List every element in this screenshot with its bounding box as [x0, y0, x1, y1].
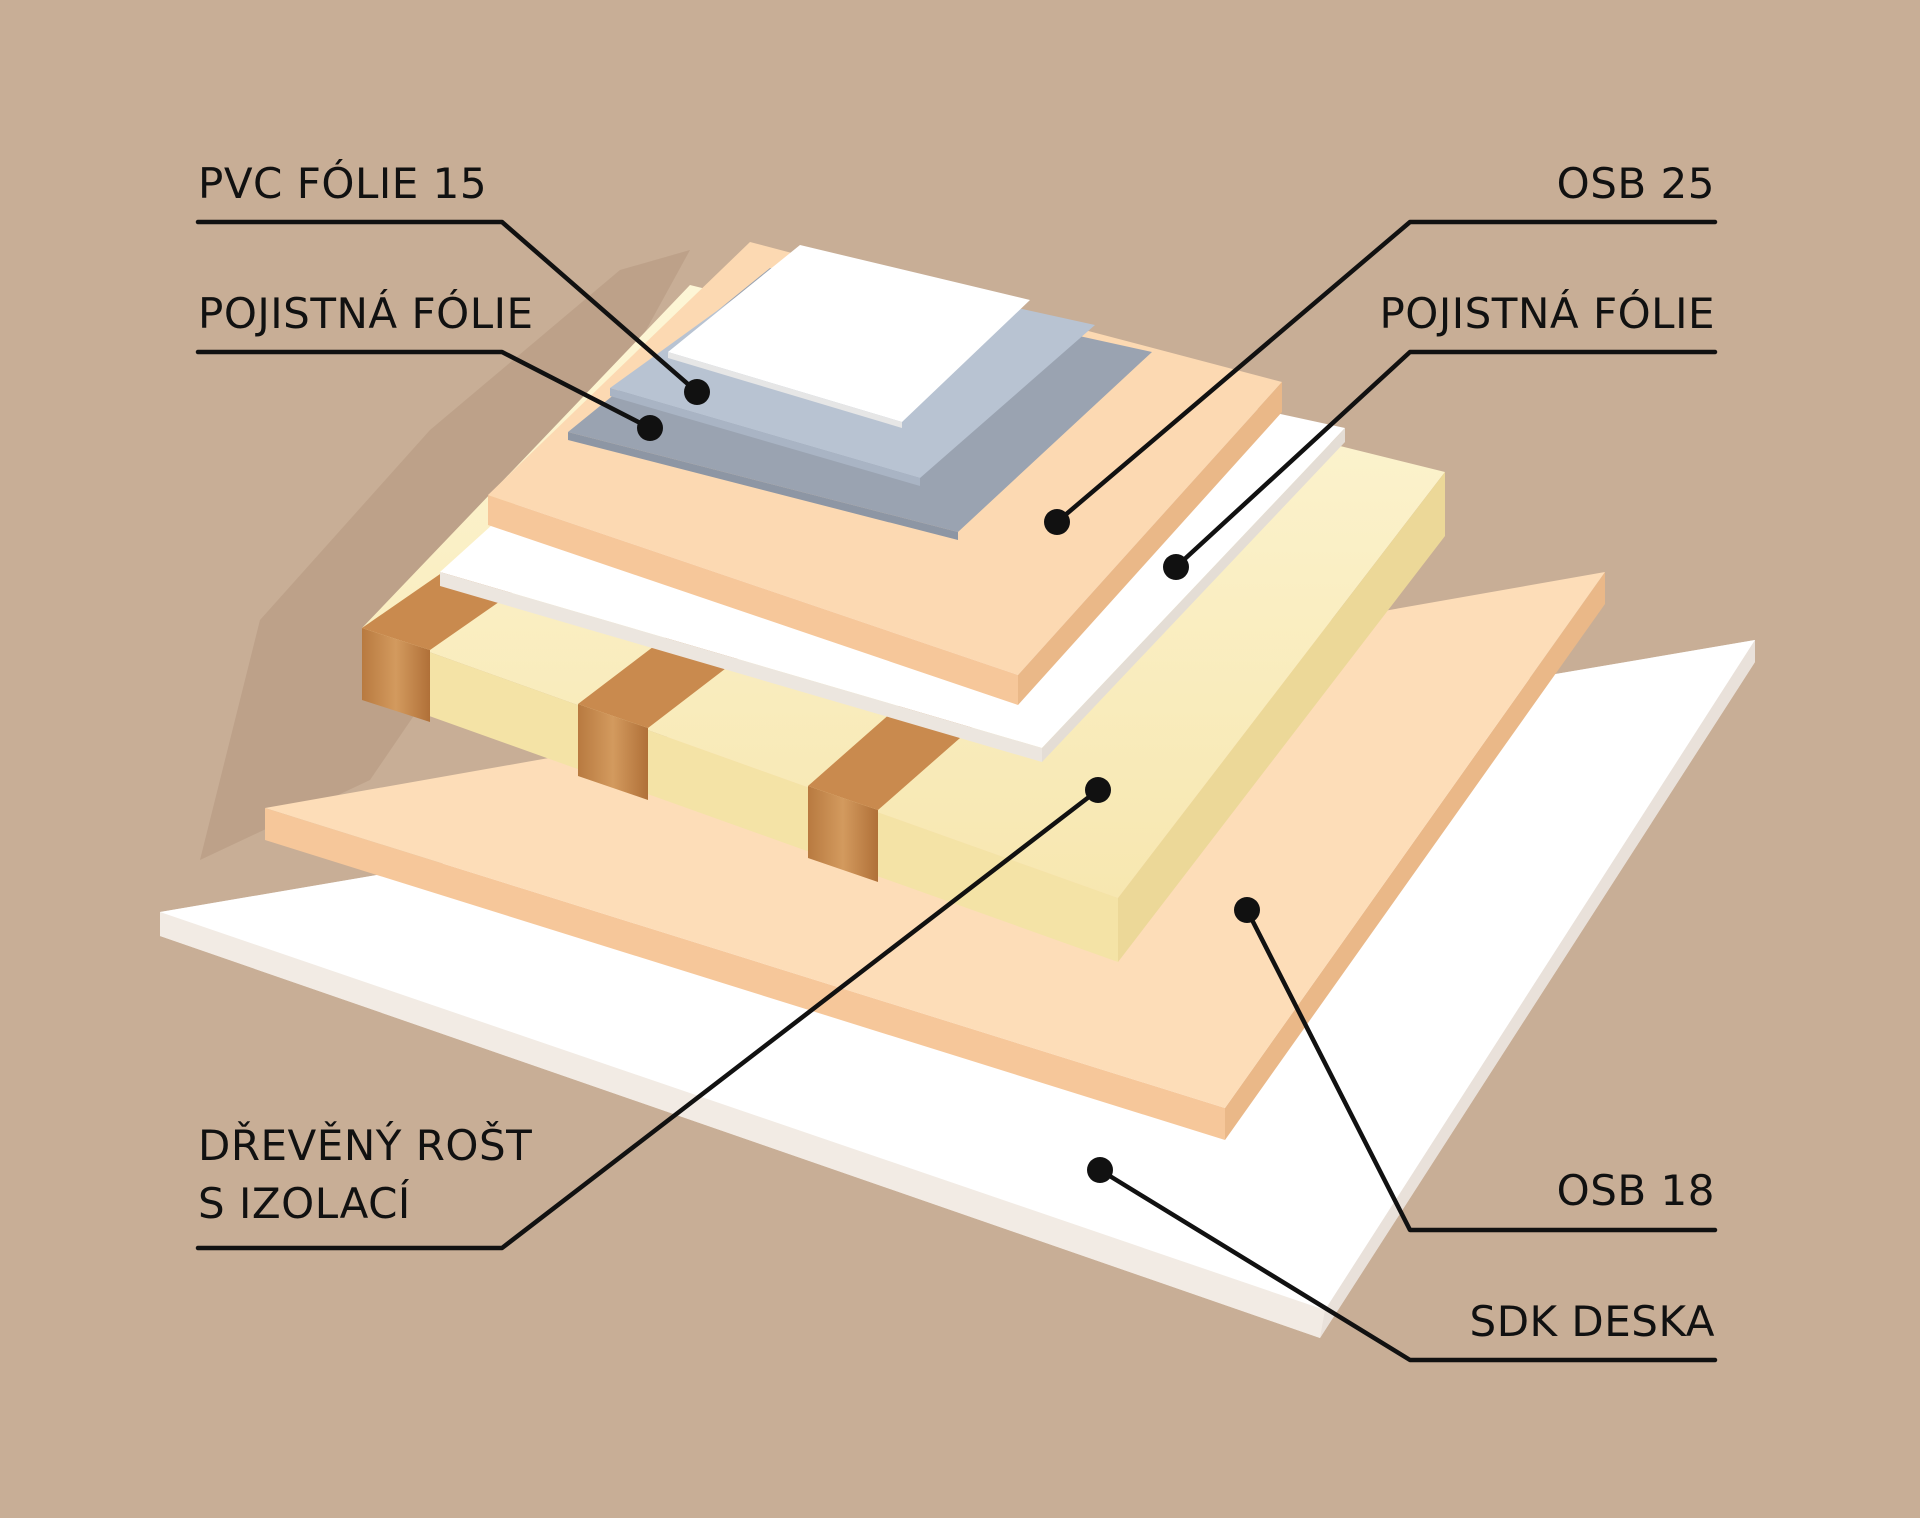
label-sdk-deska: SDK DESKA — [1470, 1297, 1715, 1346]
leader-sdk-deska — [1087, 1157, 1718, 1363]
top-white-board — [668, 245, 1030, 428]
marker-dot-pvc-folie — [684, 379, 710, 405]
timber-beam-2 — [578, 704, 648, 800]
marker-dot-pojistna-folie-right — [1163, 554, 1189, 580]
label-pojistna-folie-left: POJISTNÁ FÓLIE — [198, 288, 534, 338]
leader-pvc-folie — [195, 219, 710, 405]
label-dreveny-rost-line1: DŘEVĚNÝ ROŠT — [198, 1120, 532, 1170]
marker-dot-dreveny-rost — [1085, 777, 1111, 803]
leader-pojistna-folie-left — [195, 349, 663, 441]
timber-beam-3 — [808, 786, 878, 882]
leader-osb-25 — [1044, 219, 1718, 535]
label-pvc-folie: PVC FÓLIE 15 — [198, 158, 487, 208]
marker-dot-pojistna-folie-left — [637, 415, 663, 441]
leader-pojistna-folie-right — [1163, 349, 1718, 580]
timber-beam-1 — [362, 628, 430, 722]
marker-dot-osb-18 — [1234, 897, 1260, 923]
leader-osb-18 — [1234, 897, 1718, 1233]
label-dreveny-rost-line2: S IZOLACÍ — [198, 1178, 411, 1228]
label-osb-25: OSB 25 — [1557, 159, 1715, 208]
leader-dreveny-rost — [195, 777, 1111, 1251]
marker-dot-osb-25 — [1044, 509, 1070, 535]
label-osb-18: OSB 18 — [1557, 1166, 1715, 1215]
label-pojistna-folie-right: POJISTNÁ FÓLIE — [1379, 288, 1715, 338]
marker-dot-sdk-deska — [1087, 1157, 1113, 1183]
